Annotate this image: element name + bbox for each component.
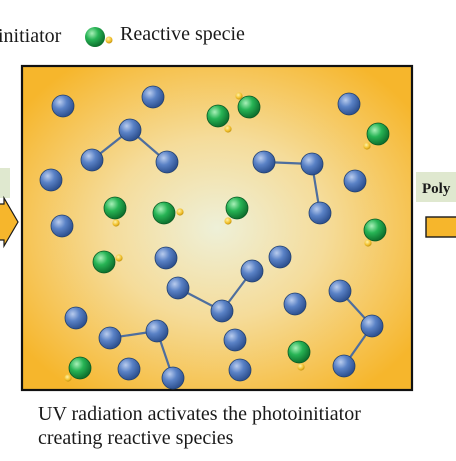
- monomer: [141, 85, 165, 109]
- reactive-specie: [363, 218, 387, 247]
- monomer: [145, 319, 169, 343]
- monomer: [252, 150, 276, 174]
- monomer: [223, 328, 247, 352]
- left-arrow: [0, 195, 19, 249]
- monomer: [98, 326, 122, 350]
- monomer: [360, 314, 384, 338]
- monomer: [328, 279, 352, 303]
- reactive-specie: [64, 356, 92, 382]
- monomer: [332, 354, 356, 378]
- right-side-label: Poly: [422, 181, 451, 197]
- monomer: [166, 276, 190, 300]
- reactive-specie: [363, 122, 390, 150]
- monomer: [50, 214, 74, 238]
- monomer: [80, 148, 104, 172]
- monomer: [39, 168, 63, 192]
- left-side-tag: [0, 168, 10, 198]
- monomer: [51, 94, 75, 118]
- monomer: [118, 118, 142, 142]
- caption-line-2: creating reactive species: [38, 427, 234, 449]
- monomer: [228, 358, 252, 382]
- monomer: [308, 201, 332, 225]
- monomer: [283, 292, 307, 316]
- caption-line-1: UV radiation activates the photoinitiato…: [38, 403, 361, 425]
- legend-photoinitiator-label: initiator: [0, 25, 62, 47]
- monomer: [240, 259, 264, 283]
- monomer: [300, 152, 324, 176]
- reactive-specie: [152, 201, 184, 225]
- legend-reactive-species-label: Reactive specie: [120, 23, 245, 45]
- monomer: [64, 306, 88, 330]
- right-arrow: [425, 216, 456, 238]
- reactive-specie: [92, 250, 123, 274]
- caption: UV radiation activates the photoinitiato…: [38, 402, 448, 450]
- monomer: [343, 169, 367, 193]
- right-side-tag: [416, 172, 456, 202]
- reactive-specie: [206, 104, 232, 133]
- reactive-species: [64, 92, 390, 382]
- monomer: [268, 245, 292, 269]
- reactive-specie: [103, 196, 127, 227]
- reactive-specie: [235, 92, 261, 119]
- legend: initiator Reactive specie: [0, 23, 245, 47]
- monomer: [161, 366, 185, 390]
- reactive-specie: [287, 340, 311, 371]
- reactive-specie: [224, 196, 249, 225]
- monomers: [39, 85, 384, 390]
- monomer: [154, 246, 178, 270]
- monomer: [337, 92, 361, 116]
- monomer: [155, 150, 179, 174]
- monomer: [117, 357, 141, 381]
- legend-reactive-species-icon: [85, 27, 113, 47]
- monomer: [210, 299, 234, 323]
